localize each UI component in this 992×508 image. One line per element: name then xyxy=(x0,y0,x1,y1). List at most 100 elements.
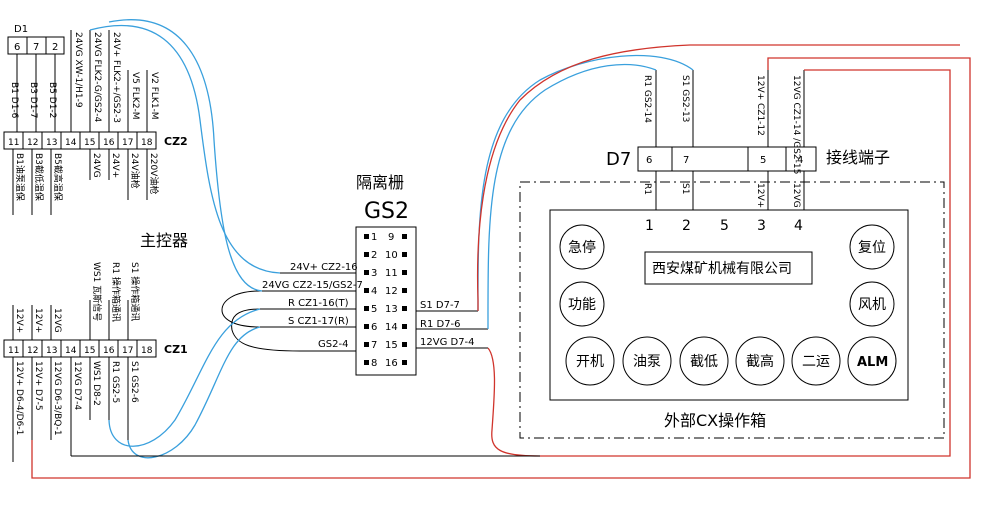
cz1-bottom-wire: S1 GS2-6 xyxy=(129,361,139,403)
d7-pin: 6 xyxy=(646,155,652,166)
cut-high-button[interactable]: 截高 xyxy=(735,336,785,386)
cut-low-label: 截低 xyxy=(690,354,718,370)
cx-terminal: 5 xyxy=(720,218,729,234)
d7-name: D7 xyxy=(606,149,631,170)
alarm-button[interactable]: ALM xyxy=(847,336,897,386)
cz1-bottom-wire: 12V+ D6-4/D6-1 xyxy=(14,361,24,435)
reset-button[interactable]: 复位 xyxy=(849,224,895,270)
gs2-block: 1 2 3 4 5 6 7 8 9 10 11 12 13 14 15 16 xyxy=(355,226,417,376)
cz2-top-wire: 24VG XW-1/H1-9 xyxy=(73,32,83,108)
second-conveyor-label: 二运 xyxy=(802,354,830,370)
cz1-connector: 11 12 13 14 15 16 17 18 CZ1 12V+ 12V+ 12… xyxy=(3,262,188,462)
cz2-top-wire: V5 FLK2-M xyxy=(130,72,140,120)
cz1-pin: 16 xyxy=(103,346,115,356)
gs2-right-wire-label: 12VG D7-4 xyxy=(420,337,475,348)
start-label: 开机 xyxy=(576,354,604,370)
gs2-right-pin: 10 xyxy=(385,250,398,261)
d1-wire-label: B5 D1-2 xyxy=(47,82,57,118)
cut-low-button[interactable]: 截低 xyxy=(679,336,729,386)
fan-button[interactable]: 风机 xyxy=(849,281,895,327)
d7-top-wire: 12VG CZ1-14 /GS2-15 xyxy=(791,75,801,174)
start-button[interactable]: 开机 xyxy=(565,336,615,386)
cz2-bottom-label: 24V油枪 xyxy=(129,153,141,189)
reset-label: 复位 xyxy=(858,239,886,256)
cz2-top-wire: 24V+ FLK2-+/GS2-3 xyxy=(111,32,121,123)
cz2-top-wire: V2 FLK1-M xyxy=(149,72,159,120)
d7-title-cn: 接线端子 xyxy=(826,148,890,167)
cx-terminal: 4 xyxy=(794,218,803,234)
company-name: 西安煤矿机械有限公司 xyxy=(652,261,792,277)
d1-pin: 6 xyxy=(14,42,20,53)
cz2-name: CZ2 xyxy=(164,135,188,148)
gs2-left-pin: 5 xyxy=(371,304,377,315)
gs2-left-wire-label: R CZ1-16(T) xyxy=(288,298,349,309)
cz2-pin: 11 xyxy=(8,138,19,148)
gs2-right-pin: 12 xyxy=(385,286,398,297)
estop-button[interactable]: 急停 xyxy=(559,224,605,270)
cz1-top-label: 12V+ xyxy=(33,308,43,333)
cz1-pin: 15 xyxy=(84,346,95,356)
gs2-right-wire-label: S1 D7-7 xyxy=(420,300,460,311)
d7-block: 6 7 5 4 R1 GS2-14 S1 GS2-13 12V+ CZ1-12 … xyxy=(637,70,817,210)
cz1-pin: 17 xyxy=(122,346,133,356)
gs2-right-wires xyxy=(416,310,488,349)
cz2-top-wire: 24VG FLK2-G/GS2-4 xyxy=(92,32,102,123)
cx-terminal: 2 xyxy=(682,218,691,234)
cz1-bottom-wire: R1 GS2-5 xyxy=(110,361,120,403)
d1-pin: 7 xyxy=(33,42,39,53)
cz1-pin: 11 xyxy=(8,346,19,356)
main-controller-label: 主控器 xyxy=(140,231,188,250)
cz1-top-label: R1 操作箱通讯 xyxy=(110,262,122,322)
gs2-left-wires xyxy=(221,272,356,352)
gs2-left-wire-label: S CZ1-17(R) xyxy=(288,316,349,327)
gs2-right-pin: 14 xyxy=(385,322,398,333)
cz2-pin: 15 xyxy=(84,138,95,148)
d7-bottom-wire: 12V+ xyxy=(755,183,765,208)
cz1-top-label: WS1 瓦斯信号 xyxy=(91,262,103,321)
cz2-bottom-label: 24V+ xyxy=(110,153,120,178)
gs2-left-pin: 7 xyxy=(371,340,377,351)
cz1-top-label: 12VG xyxy=(52,308,62,333)
cz2-bottom-label: B5截高温保 xyxy=(52,153,64,201)
company-plate xyxy=(644,251,813,285)
second-conveyor-button[interactable]: 二运 xyxy=(791,336,841,386)
cz1-pin: 13 xyxy=(46,346,57,356)
gs2-right-pin: 15 xyxy=(385,340,398,351)
red-wires xyxy=(31,44,971,479)
oil-pump-button[interactable]: 油泵 xyxy=(622,336,672,386)
cx-terminal: 3 xyxy=(757,218,766,234)
d7-top-wire: R1 GS2-14 xyxy=(642,75,652,123)
cz2-bottom-label: 220V油枪 xyxy=(148,153,160,194)
d1-title: D1 xyxy=(14,24,28,35)
gs2-right-pin: 16 xyxy=(385,358,398,369)
cz2-bottom-label: B1油泵温保 xyxy=(14,153,26,201)
cz2-pin: 14 xyxy=(65,138,77,148)
alarm-label: ALM xyxy=(857,355,888,370)
gs2-right-pin: 13 xyxy=(385,304,398,315)
gs2-left-pin: 6 xyxy=(371,322,377,333)
cut-high-label: 截高 xyxy=(746,353,774,370)
cz2-pin: 13 xyxy=(46,138,57,148)
d7-top-wire: S1 GS2-13 xyxy=(680,75,690,122)
gs2-left-wire-label: GS2-4 xyxy=(318,339,348,350)
gs2-left-wire-label: 24V+ CZ2-16 xyxy=(290,262,358,273)
function-label: 功能 xyxy=(568,297,596,313)
cz1-bottom-wire: 12V+ D7-5 xyxy=(33,361,43,411)
cz1-pin: 12 xyxy=(27,346,38,356)
cz2-pin: 17 xyxy=(122,138,133,148)
gs2-left-pin: 3 xyxy=(371,268,377,279)
gs2-left-pin: 2 xyxy=(371,250,377,261)
cz1-bottom-wire: 12VG D7-4 xyxy=(72,361,82,410)
gs2-right-pin: 9 xyxy=(388,232,394,243)
gs2-left-pin: 1 xyxy=(371,232,377,243)
gs2-title: GS2 xyxy=(364,199,409,224)
function-button[interactable]: 功能 xyxy=(559,281,605,327)
gs2-left-pin: 8 xyxy=(371,358,377,369)
cz1-bottom-wire: 12VG D6-3/BQ-1 xyxy=(52,361,62,436)
cx-box-title: 外部CX操作箱 xyxy=(664,411,766,430)
d7-bottom-wire: R1 xyxy=(642,183,652,195)
oil-pump-label: 油泵 xyxy=(633,354,661,370)
gs2-left-wire-label: 24VG CZ2-15/GS2-7 xyxy=(262,280,363,291)
gs2-title-cn: 隔离栅 xyxy=(356,173,404,192)
gs2-right-wire-label: R1 D7-6 xyxy=(420,319,461,330)
